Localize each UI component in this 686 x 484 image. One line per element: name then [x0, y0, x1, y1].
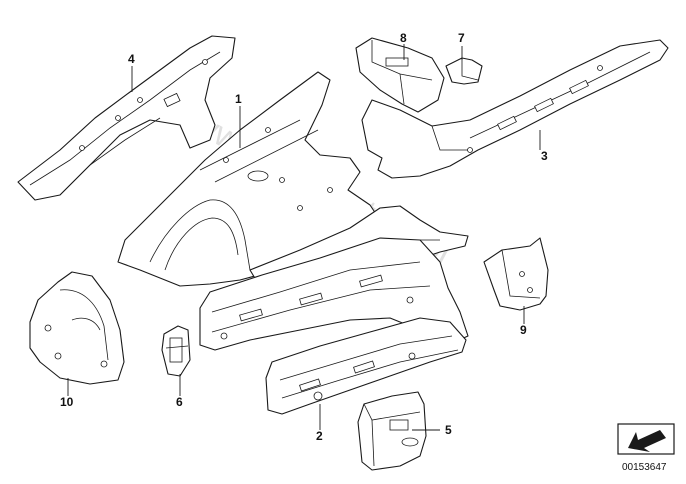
part-2-lower-rail[interactable] — [265, 317, 467, 415]
callout-9: 9 — [520, 323, 527, 337]
part-5-box-member[interactable] — [357, 391, 427, 471]
part-4-side-rail[interactable] — [17, 35, 236, 201]
callout-10: 10 — [60, 395, 74, 409]
callout-8: 8 — [400, 31, 407, 45]
part-1-wheel-arch[interactable] — [117, 71, 381, 287]
part-2-upper-rail[interactable] — [199, 237, 469, 351]
part-9-bracket[interactable] — [483, 237, 549, 311]
part-7-gusset[interactable] — [445, 57, 483, 85]
part-10-wheel-housing[interactable] — [29, 271, 125, 385]
callout-5: 5 — [445, 423, 452, 437]
leader-lines — [67, 44, 541, 431]
part-3-sill-panel[interactable] — [361, 39, 669, 179]
document-number: 00153647 — [622, 462, 667, 473]
part-8-bracket[interactable] — [355, 37, 445, 113]
callout-1: 1 — [235, 92, 242, 106]
part-6-bracket[interactable] — [161, 325, 191, 377]
callout-7: 7 — [458, 31, 465, 45]
callout-6: 6 — [176, 395, 183, 409]
arrow-icon[interactable] — [617, 423, 675, 455]
callout-4: 4 — [128, 52, 135, 66]
callout-3: 3 — [541, 149, 548, 163]
callout-2: 2 — [316, 429, 323, 443]
